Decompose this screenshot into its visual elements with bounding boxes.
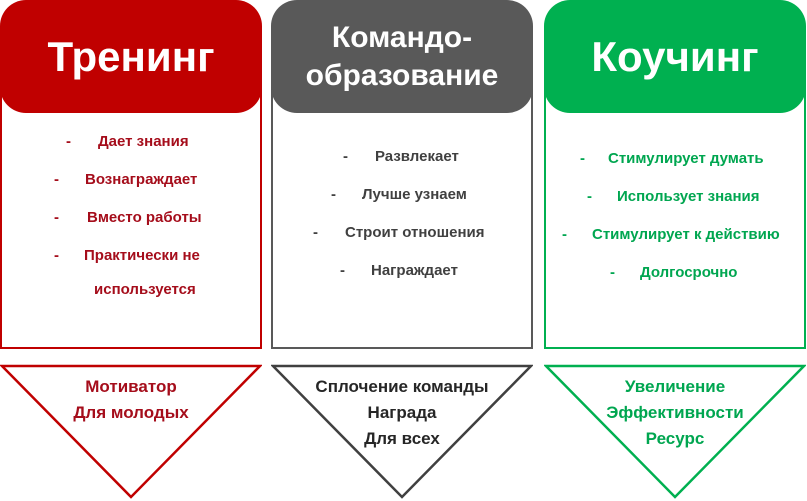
- dash: -: [54, 247, 59, 264]
- list-item: - Долгосрочно: [544, 254, 806, 292]
- item-text: Лучше узнаем: [362, 186, 467, 203]
- item-text: Стимулирует думать: [608, 150, 764, 167]
- column-training: Тренинг - Дает знания - Вознаграждает - Вме…: [0, 0, 262, 501]
- dash: -: [54, 209, 59, 226]
- result-line: Сплочение команды: [315, 377, 489, 396]
- item-text: Вознаграждает: [85, 171, 198, 188]
- item-text: Использует знания: [617, 188, 760, 205]
- dash: -: [54, 171, 59, 188]
- list-item: - Практически не: [0, 237, 262, 275]
- list-item: - Стимулирует думать: [544, 140, 806, 178]
- list-item: - Вознаграждает: [0, 161, 262, 199]
- list-item: - Строит отношения: [271, 214, 533, 252]
- result-line: Для молодых: [73, 403, 189, 422]
- list-item: - Дает знания: [0, 123, 262, 161]
- dash: -: [343, 148, 348, 165]
- item-text: Строит отношения: [345, 224, 485, 241]
- list-item: - Награждает: [271, 252, 533, 290]
- training-list: - Дает знания - Вознаграждает - Вместо рабо…: [0, 123, 262, 309]
- dash: -: [340, 262, 345, 279]
- result-line: Мотиватор: [85, 377, 177, 396]
- result-line: Эффективности: [606, 403, 744, 422]
- list-item: - Вместо работы: [0, 199, 262, 237]
- header-line: образование: [305, 58, 499, 92]
- teambuilding-header: Командо-образование: [271, 0, 533, 113]
- coaching-header: Коучинг: [544, 0, 806, 113]
- result-line: Для всех: [364, 429, 440, 448]
- coaching-list: - Стимулирует думать - Использует знания -…: [544, 140, 806, 292]
- training-result-triangle: Мотиватор Для молодых: [0, 364, 262, 500]
- item-text: Практически не: [84, 247, 200, 264]
- result-line: Ресурс: [645, 429, 705, 448]
- dash: -: [313, 224, 318, 241]
- training-header: Тренинг: [0, 0, 262, 113]
- result-line: Награда: [367, 403, 437, 422]
- list-item: - Развлекает: [271, 138, 533, 176]
- item-text: Развлекает: [375, 148, 459, 165]
- list-item: - Использует знания: [544, 178, 806, 216]
- dash: -: [66, 133, 71, 150]
- item-text: Вместо работы: [87, 209, 202, 226]
- dash: -: [610, 264, 615, 281]
- dash: -: [580, 150, 585, 167]
- result-line: Увеличение: [624, 377, 726, 396]
- item-text: Стимулирует к действию: [592, 226, 780, 243]
- list-item-continuation: используется: [0, 271, 262, 309]
- list-item: - Лучше узнаем: [271, 176, 533, 214]
- item-text: Дает знания: [98, 133, 189, 150]
- teambuilding-list: - Развлекает - Лучше узнаем - Строит отноше…: [271, 138, 533, 290]
- dash: -: [562, 226, 567, 243]
- item-text: Награждает: [371, 262, 458, 279]
- dash: -: [587, 188, 592, 205]
- column-coaching: Коучинг - Стимулирует думать - Использует …: [544, 0, 806, 501]
- header-line: Командо-: [331, 20, 473, 54]
- item-text: Долгосрочно: [640, 264, 738, 281]
- item-text: используется: [94, 281, 196, 298]
- coaching-result-triangle: Увеличение Эффективности Ресурс: [544, 364, 806, 500]
- list-item: - Стимулирует к действию: [544, 216, 806, 254]
- dash: -: [331, 186, 336, 203]
- column-teambuilding: Командо-образование - Развлекает - Лучше у…: [271, 0, 533, 501]
- teambuilding-result-triangle: Сплочение команды Награда Для всех: [271, 364, 533, 500]
